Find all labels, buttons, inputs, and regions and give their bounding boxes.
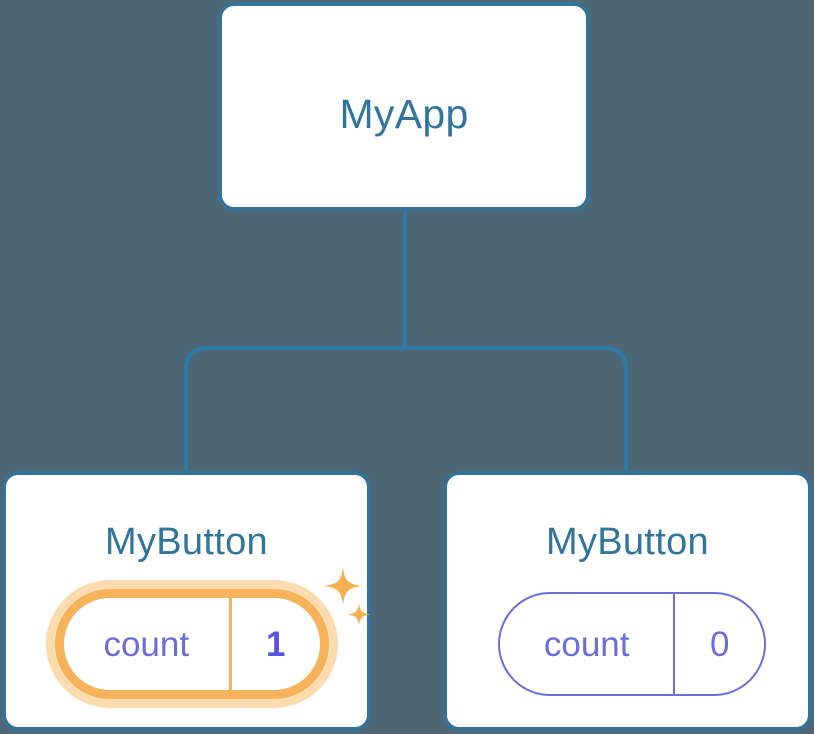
state-value-label: 1 <box>228 598 321 690</box>
sparkle-large-icon <box>324 567 362 605</box>
state-key-label: count <box>543 624 630 664</box>
state-pill[interactable]: count 0 <box>498 592 766 696</box>
component-title: MyButton <box>546 521 709 563</box>
state-pill-highlighted[interactable]: count 1 <box>55 589 329 699</box>
component-title: MyButton <box>105 521 268 563</box>
connector-split <box>184 346 628 471</box>
component-card-myapp[interactable]: MyApp <box>218 2 590 211</box>
component-card-mybutton-left[interactable]: MyButton count 1 <box>2 471 371 731</box>
state-key-label: count <box>103 624 190 664</box>
component-title: MyApp <box>339 91 469 137</box>
sparkle-small-icon <box>347 603 371 626</box>
state-value-label: 0 <box>673 594 764 694</box>
component-card-mybutton-right[interactable]: MyButton count 0 <box>443 471 812 731</box>
